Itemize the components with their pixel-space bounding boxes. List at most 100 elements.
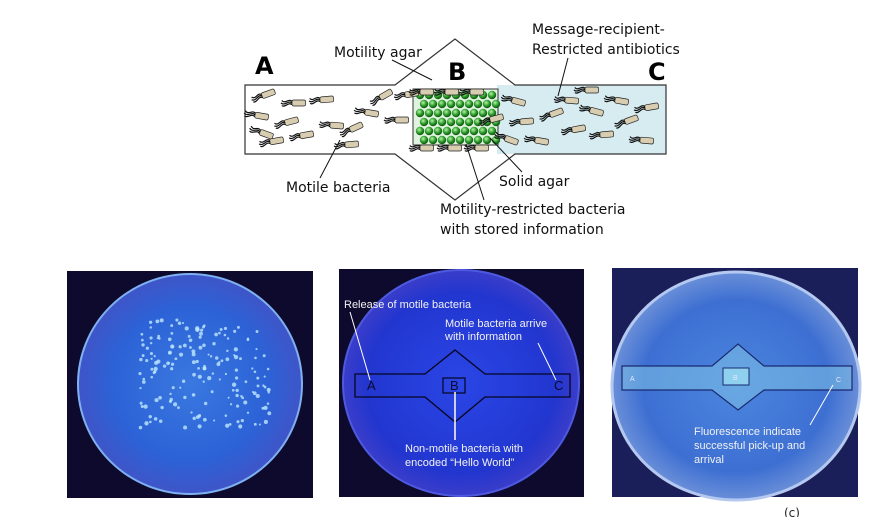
green-colony [456, 100, 464, 108]
colony-dot [175, 357, 178, 360]
colony-dot [247, 338, 250, 341]
letter-c: C [648, 58, 666, 86]
green-colony [461, 127, 469, 135]
colony-dot [168, 362, 170, 364]
colony-dot [225, 357, 229, 361]
colony-dot [142, 378, 145, 381]
colony-dot [263, 354, 266, 357]
colony-dot [163, 364, 166, 367]
photo-middle: A B C Release of motile bacteria Motile … [339, 269, 584, 497]
green-colony [488, 127, 496, 135]
green-colony [465, 100, 473, 108]
colony-dot [175, 318, 178, 321]
label-recipient-2: Restricted antibiotics [532, 42, 680, 58]
colony-dot [179, 353, 183, 357]
colony-dot [203, 381, 205, 383]
colony-dot [170, 367, 173, 370]
colony-dot [182, 322, 184, 324]
green-colony [479, 127, 487, 135]
bacterium [319, 121, 344, 129]
colony-dot [195, 360, 198, 363]
colony-dot [141, 343, 144, 346]
colony-dot [170, 324, 173, 327]
colony-dot [251, 367, 253, 369]
colony-dot [211, 390, 214, 393]
colony-dot [182, 380, 185, 383]
colony-dot [199, 336, 202, 339]
colony-dot [232, 383, 236, 387]
green-colony [465, 118, 473, 126]
colony-dot [169, 393, 171, 395]
leader-motility-agar [392, 60, 432, 80]
colony-dot [151, 358, 153, 360]
colony-dot [153, 370, 156, 373]
green-colony [425, 109, 433, 117]
colony-dot [155, 320, 159, 324]
colony-dot [238, 424, 242, 428]
green-colony [483, 100, 491, 108]
colony-dot [263, 406, 267, 410]
middle-letter-b: B [450, 378, 459, 393]
colony-dot [254, 370, 257, 373]
middle-letter-a: A [367, 378, 376, 393]
label-restricted-2: with stored information [440, 222, 604, 238]
colony-dot [203, 365, 206, 368]
colony-dot [237, 326, 240, 329]
colony-dot [150, 342, 152, 344]
green-colony [438, 100, 446, 108]
colony-dot [225, 424, 229, 428]
colony-dot [168, 352, 171, 355]
colony-dot [145, 359, 148, 362]
colony-dot [267, 368, 270, 371]
colony-dot [257, 384, 260, 387]
panel-tag: (c) [784, 506, 800, 517]
colony-dot [160, 406, 163, 409]
colony-dot [198, 424, 202, 428]
letter-a: A [255, 52, 274, 80]
bacterium [437, 145, 462, 151]
colony-dot [213, 419, 215, 421]
colony-dot [218, 332, 221, 335]
schematic: A B C Motility agar Message-recipient- R… [244, 22, 680, 238]
colony-dot [188, 335, 191, 338]
colony-dot [183, 396, 186, 399]
green-colony [438, 118, 446, 126]
colony-dot [197, 367, 200, 370]
label-recipient-1: Message-recipient- [532, 22, 665, 38]
colony-dot [192, 373, 196, 377]
colony-dot [225, 373, 227, 375]
colony-dot [267, 411, 271, 415]
colony-dot [202, 344, 206, 348]
green-colony [434, 109, 442, 117]
colony-dot [235, 389, 238, 392]
petri-dish-left [78, 274, 302, 494]
colony-dot [243, 401, 247, 405]
green-colony [443, 109, 451, 117]
colony-dot [139, 426, 142, 429]
colony-dot [207, 376, 211, 380]
colony-dot [219, 378, 221, 380]
bacterium [274, 117, 299, 129]
colony-dot [138, 372, 141, 375]
colony-dot [247, 412, 249, 414]
green-colony [456, 118, 464, 126]
green-colony [420, 118, 428, 126]
photo-left [67, 271, 313, 498]
label-arrive-2: with information [444, 331, 522, 343]
colony-dot [264, 420, 268, 424]
green-colony [483, 136, 491, 144]
colony-dot [149, 421, 152, 424]
bacterium [369, 89, 393, 107]
colony-dot [235, 394, 238, 397]
colony-dot [235, 369, 238, 372]
colony-dot [239, 357, 242, 360]
label-nonmotile-2: encoded “Hello World” [405, 457, 515, 469]
colony-dot [150, 376, 153, 379]
middle-letter-c: C [554, 378, 563, 393]
colony-dot [149, 336, 152, 339]
colony-dot [259, 423, 261, 425]
colony-dot [256, 394, 260, 398]
green-colony [456, 136, 464, 144]
colony-dot [245, 380, 248, 383]
